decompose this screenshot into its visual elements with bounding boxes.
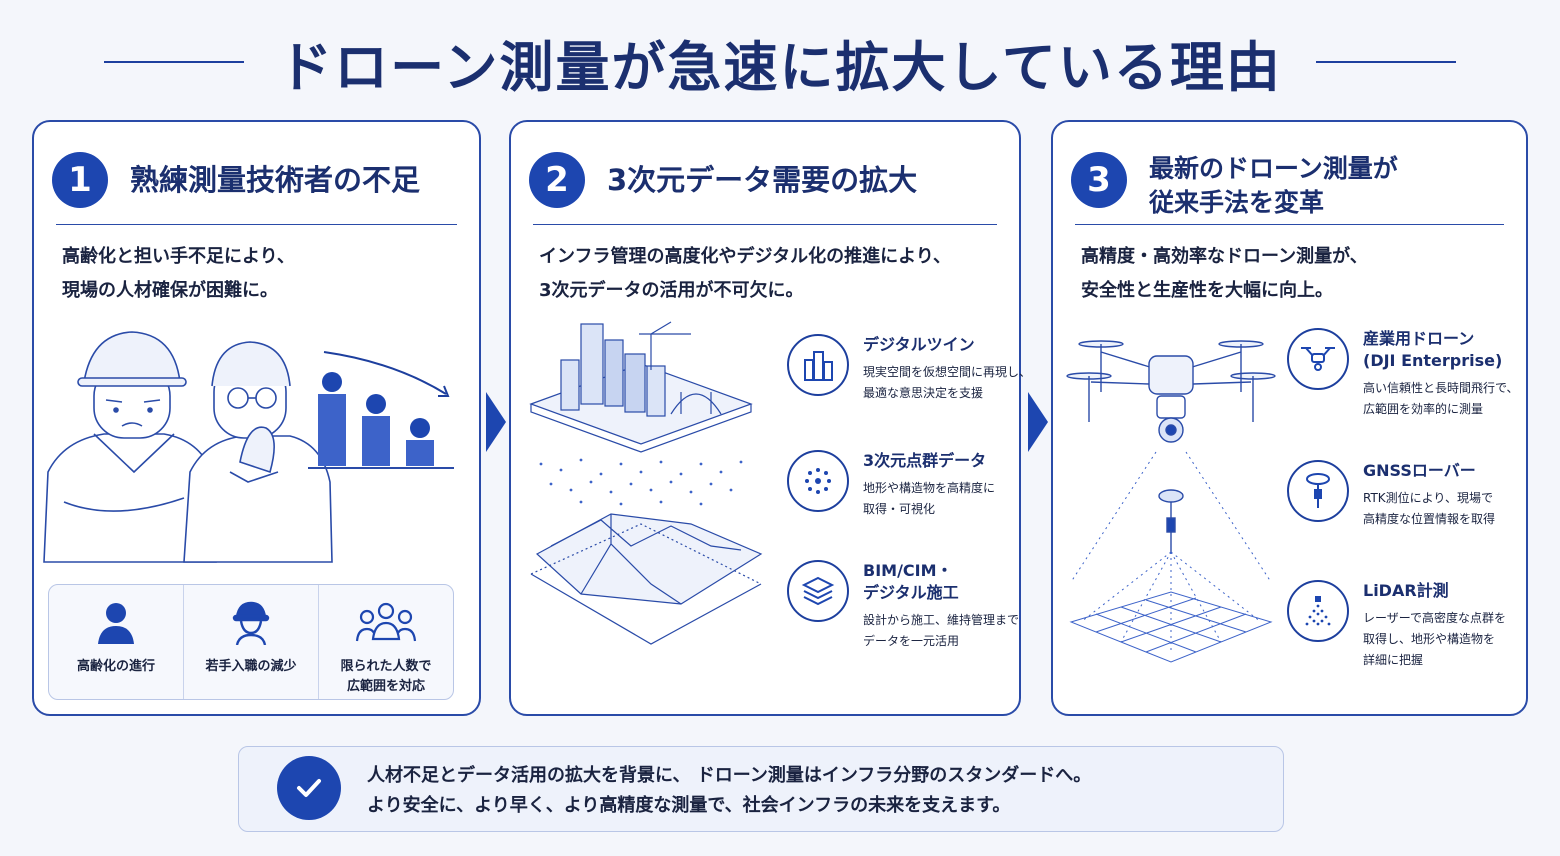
stat-label: 高齢化の進行 — [77, 657, 155, 677]
panel-1: 1 熟練測量技術者の不足 高齢化と担い手不足により、 現場の人材確保が困難に。 — [32, 120, 481, 716]
feature-desc: 地形や構造物を高精度に — [863, 481, 996, 495]
drone-survey-illustration — [1066, 340, 1276, 663]
stat-aging: 高齢化の進行 — [49, 585, 184, 699]
panel-title-line: 熟練測量技術者の不足 — [130, 163, 421, 197]
feature-title: BIM/CIM・ — [863, 561, 953, 580]
feature-desc: 設計から施工、維持管理まで — [863, 613, 1020, 627]
stat-label: 限られた人数で 広範囲を対応 — [340, 657, 431, 697]
feature-desc: RTK測位により、現場で — [1363, 491, 1493, 505]
digital-twin-illustration — [529, 321, 763, 645]
feature-desc: 取得し、地形や構造物を — [1363, 632, 1496, 646]
title-line-right — [1315, 61, 1456, 63]
summary-text: 人材不足とデータ活用の拡大を背景に、 ドローン測量はインフラ分野のスタンダードへ… — [367, 761, 1091, 821]
ground-grid — [1069, 591, 1273, 663]
feature-desc: データを一元活用 — [863, 634, 960, 648]
panel-title: 3次元データ需要の拡大 — [607, 152, 1009, 208]
stat-label-line: 広範囲を対応 — [346, 679, 425, 694]
divider — [533, 224, 997, 225]
arrow-right-icon — [1028, 392, 1048, 452]
feature-title: デジタル施工 — [863, 583, 959, 602]
worker-helmet-icon — [231, 597, 271, 647]
desc-line: 安全性と生産性を大幅に向上。 — [1081, 280, 1333, 301]
panel-title-line: 従来手法を変革 — [1149, 188, 1325, 217]
divider — [56, 224, 457, 225]
page-title: ドローン測量が急速に拡大している理由 — [278, 35, 1282, 99]
feature-title: LiDAR計測 — [1363, 581, 1449, 600]
stat-box: 高齢化の進行 若手入職の減少 限られた人数で 広範囲を対応 — [48, 584, 454, 700]
declining-bar-chart — [308, 351, 454, 469]
feature-desc: 最適な意思決定を支援 — [863, 386, 984, 400]
panel-description: インフラ管理の高度化やデジタル化の推進により、 3次元データの活用が不可欠に。 — [539, 240, 1003, 308]
summary-box: 人材不足とデータ活用の拡大を背景に、 ドローン測量はインフラ分野のスタンダードへ… — [238, 746, 1284, 832]
panel-title-line: 3次元データ需要の拡大 — [607, 163, 918, 197]
feature-desc: レーザーで高密度な点群を — [1363, 611, 1507, 625]
feature-title: 3次元点群データ — [863, 451, 987, 470]
feature-desc: 広範囲を効率的に測量 — [1363, 402, 1484, 416]
point-cloud-dots — [539, 458, 743, 506]
feature-gnss-rover: GNSSローバー RTK測位により、現場で 高精度な位置情報を取得 — [1287, 460, 1495, 530]
feature-digital-twin: デジタルツイン 現実空間を仮想空間に再現し、 最適な意思決定を支援 — [787, 334, 1031, 404]
stat-young: 若手入職の減少 — [184, 585, 319, 699]
feature-desc: 高精度な位置情報を取得 — [1363, 512, 1496, 526]
panel-number: 1 — [52, 152, 108, 208]
feature-title: 産業用ドローン — [1363, 329, 1475, 348]
summary-line: 人材不足とデータ活用の拡大を背景に、 ドローン測量はインフラ分野のスタンダードへ… — [367, 765, 1092, 786]
feature-industrial-drone: 産業用ドローン (DJI Enterprise) 高い信頼性と長時間飛行で、 広… — [1287, 328, 1519, 420]
feature-desc: 取得・可視化 — [863, 502, 936, 516]
desc-line: 現場の人材確保が困難に。 — [62, 280, 278, 301]
panel-2: 2 3次元データ需要の拡大 インフラ管理の高度化やデジタル化の推進により、 3次… — [509, 120, 1031, 716]
gnss-rover-icon — [1287, 460, 1349, 522]
feature-title: GNSSローバー — [1363, 461, 1476, 480]
desc-line: 高精度・高効率なドローン測量が、 — [1081, 246, 1368, 267]
desc-line: インフラ管理の高度化やデジタル化の推進により、 — [539, 246, 952, 267]
feature-desc: 詳細に把握 — [1363, 653, 1424, 667]
group-icon — [355, 597, 417, 647]
panel-title: 最新のドローン測量が 従来手法を変革 — [1149, 152, 1516, 220]
layers-icon — [787, 560, 849, 622]
panel-3: 3 最新のドローン測量が 従来手法を変革 高精度・高効率なドローン測量が、 安全… — [1051, 120, 1528, 716]
stat-limited: 限られた人数で 広範囲を対応 — [319, 585, 453, 699]
stat-label-line: 若手入職の減少 — [205, 659, 297, 674]
drone-icon — [1287, 328, 1349, 390]
stat-label-line: 限られた人数で — [340, 659, 432, 674]
feature-lidar: LiDAR計測 レーザーで高密度な点群を 取得し、地形や構造物を 詳細に把握 — [1287, 580, 1506, 671]
summary-line: より安全に、より早く、より高精度な測量で、社会インフラの未来を支えます。 — [367, 795, 1011, 816]
divider — [1075, 224, 1504, 225]
stat-label-line: 高齢化の進行 — [76, 659, 155, 674]
panel-number: 2 — [529, 152, 585, 208]
panel-number: 3 — [1071, 152, 1127, 208]
header: ドローン測量が急速に拡大している理由 — [0, 22, 1560, 102]
panel-title-line: 最新のドローン測量が — [1149, 154, 1398, 183]
stat-label: 若手入職の減少 — [205, 657, 296, 677]
title-line-left — [104, 61, 245, 63]
feature-bim-cim: BIM/CIM・ デジタル施工 設計から施工、維持管理まで データを一元活用 — [787, 560, 1019, 652]
feature-title: デジタルツイン — [863, 335, 975, 354]
panel-description: 高齢化と担い手不足により、 現場の人材確保が困難に。 — [62, 240, 463, 308]
buildings-icon — [787, 334, 849, 396]
check-icon — [277, 756, 341, 820]
lidar-icon — [1287, 580, 1349, 642]
aging-workers-illustration — [43, 331, 454, 563]
panel-title: 熟練測量技術者の不足 — [130, 152, 469, 208]
feature-desc: 現実空間を仮想空間に再現し、 — [863, 365, 1032, 379]
desc-line: 高齢化と担い手不足により、 — [62, 246, 295, 267]
feature-desc: 高い信頼性と長時間飛行で、 — [1363, 381, 1519, 395]
point-cloud-icon — [787, 450, 849, 512]
feature-title: (DJI Enterprise) — [1363, 351, 1503, 370]
desc-line: 3次元データの活用が不可欠に。 — [539, 280, 804, 301]
arrow-right-icon — [486, 392, 506, 452]
panel-description: 高精度・高効率なドローン測量が、 安全性と生産性を大幅に向上。 — [1081, 240, 1510, 308]
laser-beams — [1070, 451, 1272, 652]
feature-point-cloud: 3次元点群データ 地形や構造物を高精度に 取得・可視化 — [787, 450, 995, 520]
person-icon — [96, 597, 136, 647]
